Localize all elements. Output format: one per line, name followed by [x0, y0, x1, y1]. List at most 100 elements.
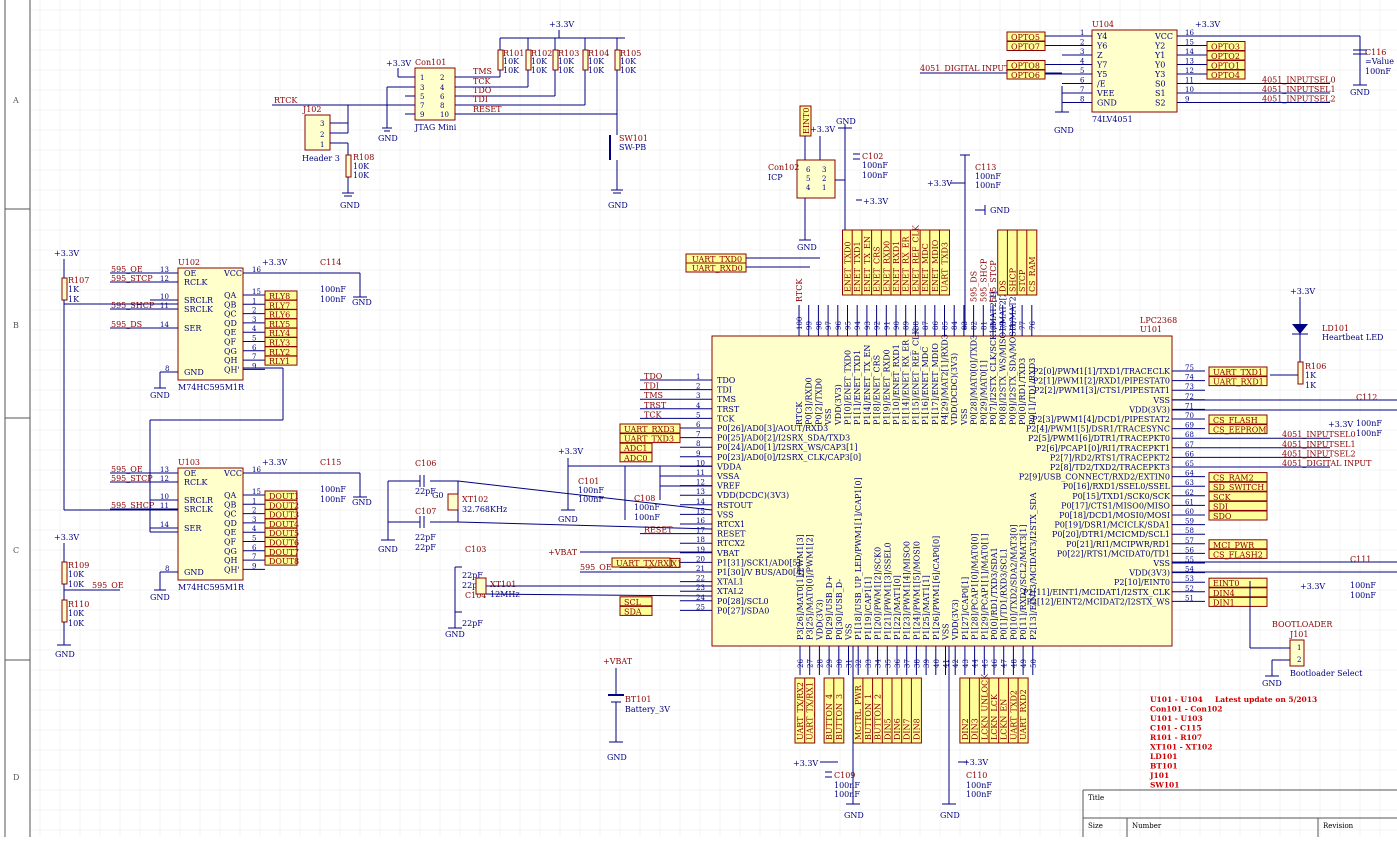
c113-val2: 100nF	[975, 181, 1001, 190]
c114-val1: 100nF	[320, 285, 346, 294]
mcu-tnet-86: ENET_MDIO	[931, 239, 940, 292]
xt102-g: G0	[432, 491, 443, 500]
c103-val2: 22pF	[462, 581, 483, 590]
u102-pin-13: 13	[160, 266, 169, 274]
icp-pin-1: 1	[822, 184, 826, 192]
mcu-rpin-57: 57	[1185, 537, 1194, 545]
mcu-net-9-box	[619, 452, 653, 463]
c111-vcc: +3.3V	[1300, 582, 1325, 591]
u102-rnet-RLY8: RLY8	[269, 292, 290, 301]
mcu-tnet-82: 595_DS	[970, 271, 979, 302]
mcu-bpinname-37: P1[23]/PWM1[4]/MISO0	[903, 541, 912, 640]
analog-supply-caps: +3.3V C101 100nF 100nF GND C108 100nF 10…	[558, 447, 712, 524]
u102-rpinname-6: QF	[224, 338, 237, 347]
bt-vbat: +VBAT	[603, 657, 633, 666]
mcu-rpin-66: 66	[1185, 450, 1194, 458]
u103-rnet-DOUT8: DOUT8	[269, 557, 299, 566]
r108-val2: 10K	[353, 171, 370, 180]
jtag-pin-6: 6	[440, 93, 445, 101]
mux-net-OPTO7: OPTO7	[1011, 43, 1040, 52]
c113-gnd: GND	[990, 206, 1010, 215]
c112-val2: 100nF	[1356, 429, 1382, 438]
row-label-c: C	[13, 546, 19, 555]
mcu-bpin-45: 45	[981, 659, 989, 668]
mux-net-OPTO7-box	[1006, 41, 1046, 51]
mcu-bpinname-47: P0[1]/TD1/RXD3/SCL1	[1000, 548, 1009, 640]
mcu-rnet-68: 4051_INPUTSEL0	[1282, 430, 1356, 439]
sw101-name: SW-PB	[619, 143, 646, 152]
rtc-crystal: C106 22pF C107 22pF 22pF GND XT102 32.76…	[378, 459, 713, 554]
boot-pin2: 2	[1297, 656, 1301, 664]
mcu-pinname-25: P0[27]/SDA0	[717, 606, 769, 615]
u103-rpinname-3: QC	[224, 510, 237, 519]
r108-gnd: GND	[340, 201, 360, 210]
mcu-tpinname-91: P1[9]/ENET_RXD0	[882, 349, 891, 425]
mcu-bpinname-29: P0[29]/USB_D+	[825, 575, 834, 640]
c109-val1: 100nF	[834, 781, 860, 790]
u102-rnet-RLY4: RLY4	[269, 329, 290, 338]
u103-rpinname-0: VCC	[223, 469, 242, 478]
r107-val2: 1K	[68, 295, 80, 304]
r106-val2: 1K	[1305, 381, 1317, 390]
c104-ref: C104	[465, 591, 486, 600]
mcu-net-17: RESET	[644, 526, 673, 535]
tb-title: Title	[1088, 794, 1104, 802]
mcu-rpinname-52: P2[11]/EINT1/MCIDAT1/I2STX_CLK	[1023, 588, 1171, 597]
led-name: Heartbeat LED	[1322, 333, 1383, 342]
mcu-bpin-46: 46	[991, 659, 999, 668]
icp-name: ICP	[768, 173, 783, 182]
u103-rpin-4: 4	[252, 525, 257, 533]
u103-rpin-6: 6	[252, 544, 257, 552]
u103-pin-12: 12	[160, 475, 169, 483]
res-val-b-3: 10K	[588, 66, 605, 75]
c109-val2: 100nF	[834, 790, 860, 799]
mcu-bpin-36: 36	[894, 659, 902, 668]
main-xt-gnd: GND	[445, 630, 465, 639]
note-ref-8: J101	[1149, 771, 1169, 780]
c116-gnd: GND	[1350, 88, 1370, 97]
595-supply-caps: +3.3V C114 100nF 100nF GND +3.3V C115 10…	[149, 258, 372, 602]
uart-rxd0: UART_RXD0	[692, 264, 743, 273]
mcu-bpinname-33: P1[19]/CAP1[1]	[864, 577, 873, 640]
mcu-tpinname-86: P1[17]/ENET_MDIO	[931, 343, 940, 425]
mux-rnet-OPTO4-box	[1206, 69, 1246, 80]
u102-pin-14: 14	[160, 321, 169, 329]
mcu-tpinname-83: VSS	[960, 408, 969, 426]
mcu-tpinname-89: P1[14]/ENET_RX_ER	[902, 339, 911, 425]
jtag-sig-tdi: TDI	[473, 95, 488, 104]
cap-c113: C113 100nF 100nF +3.3V GND	[927, 154, 1010, 330]
u103-net-595_OE: 595_OE	[111, 465, 143, 474]
u103-rpin-9: 9	[252, 562, 256, 570]
u102-pinname-RCLK: RCLK	[184, 278, 208, 287]
mcu-pin-23: 23	[696, 584, 705, 592]
mcu-rnet-75-box	[1208, 366, 1268, 377]
mcu-rnet-70-box	[1208, 414, 1268, 425]
u102-rpinname-5: QE	[224, 328, 237, 337]
u103-rpinname-8: QH	[224, 556, 238, 565]
u103-pin-8: 8	[165, 565, 169, 573]
u103-rpin-15: 15	[252, 488, 261, 496]
mux-ref: U104	[1092, 20, 1114, 29]
mcu-tpin-83: 83	[961, 321, 969, 330]
mcu-net-24: SCL	[624, 598, 642, 607]
u103-pinname-RCLK: RCLK	[184, 478, 208, 487]
mcu-tpinname-81: P0[29]/MAT0[1]	[979, 360, 988, 425]
res-ref-1: R102	[531, 49, 552, 58]
boot-pin1: 1	[1297, 644, 1301, 652]
mcu-bpinname-36: P1[22]/MAT1[0]	[893, 575, 902, 640]
mcu-rnet-52-box	[1208, 587, 1268, 598]
r106-val1: 1K	[1305, 371, 1317, 380]
mcu-rpin-71: 71	[1185, 402, 1194, 410]
mcu-rpin-51: 51	[1185, 594, 1194, 602]
r110-ref: R110	[68, 600, 89, 609]
mcu-bnet-34: BUTTON_2	[874, 694, 883, 740]
u103-rpinname-9: QH'	[224, 565, 240, 574]
c103-ref: C103	[465, 545, 486, 554]
mcu-tnet-85: UART_TXD3	[941, 242, 950, 292]
note-ref-7: BT101	[1150, 762, 1178, 771]
r109-val2: 10K	[68, 580, 85, 589]
mcu-bpin-48: 48	[1010, 659, 1018, 668]
mcu-rpinname-57: P0[21]/RI1/MCIPWR/RD1	[1066, 540, 1170, 549]
